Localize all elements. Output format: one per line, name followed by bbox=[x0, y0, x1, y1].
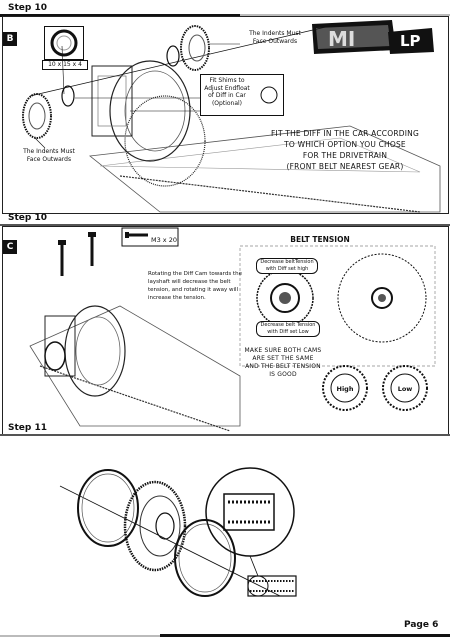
header-rule bbox=[0, 14, 240, 17]
footer-rule-light bbox=[0, 635, 160, 637]
indents-note-top: The Indents Must Face Outwards bbox=[249, 30, 301, 45]
cam-low-label: Low bbox=[397, 385, 413, 393]
belt-tension-drawing bbox=[29, 227, 436, 432]
step-11-rule bbox=[0, 434, 450, 436]
shim-note: Fit Shims to Adjust Endfloat of Diff in … bbox=[204, 77, 250, 107]
rotate-cam-note: Rotating the Diff Cam towards the laysha… bbox=[148, 271, 242, 301]
screw-label: M3 x 20 bbox=[151, 236, 177, 244]
cam-high-label: High bbox=[336, 385, 354, 393]
spacer-box bbox=[44, 26, 84, 60]
footer-rule bbox=[160, 634, 450, 637]
decrease-low-pill: Decrease belt Tension with Diff set Low bbox=[256, 321, 320, 337]
spacer-dim-label: 10 x 15 x 4 bbox=[42, 60, 88, 70]
logo-graphic: MI bbox=[312, 20, 434, 54]
logo-text: LP bbox=[400, 32, 421, 50]
belt-tension-title: BELT TENSION bbox=[290, 235, 350, 244]
spacer-ring-icon bbox=[50, 29, 78, 57]
shim-callout: Fit Shims to Adjust Endfloat of Diff in … bbox=[200, 74, 284, 116]
drivetrain-instruction: FIT THE DIFF IN THE CAR ACCORDING TO WHI… bbox=[271, 129, 419, 171]
step-10-c-rule bbox=[0, 224, 450, 226]
shim-ring-icon bbox=[260, 86, 278, 104]
decrease-high-pill: Decrease beltTension with Diff set high bbox=[256, 258, 318, 274]
badge-b: B bbox=[3, 32, 17, 46]
page-number: Page 6 bbox=[404, 620, 439, 630]
pulley-assembly-drawing bbox=[59, 467, 297, 597]
step-10-c-header: Step 10 bbox=[8, 213, 47, 223]
logo: MI LP bbox=[308, 18, 438, 56]
svg-text:MI: MI bbox=[328, 27, 355, 51]
step-11-header: Step 11 bbox=[8, 423, 47, 433]
cams-note: MAKE SURE BOTH CAMS ARE SET THE SAME AND… bbox=[244, 347, 322, 378]
badge-c: C bbox=[3, 240, 17, 254]
step-10-header: Step 10 bbox=[8, 3, 47, 13]
header-rule-light bbox=[240, 14, 450, 16]
diff-assembly-drawing bbox=[22, 25, 441, 213]
indents-note-left: The Indents Must Face Outwards bbox=[23, 148, 75, 163]
